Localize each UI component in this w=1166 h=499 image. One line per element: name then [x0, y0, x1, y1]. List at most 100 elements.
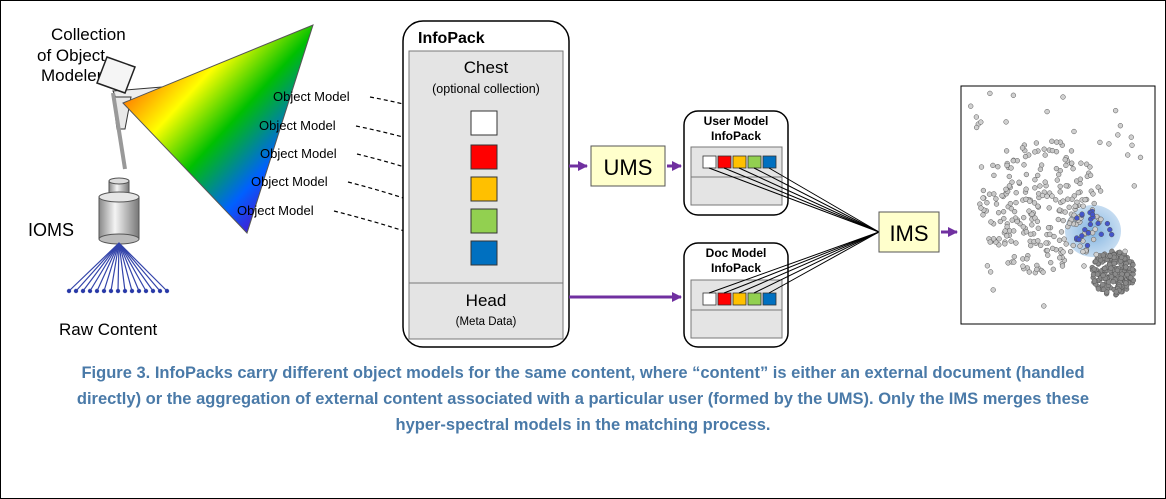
- plot-point: [1037, 166, 1044, 172]
- plot-point: [1060, 217, 1066, 224]
- plot-point: [988, 219, 994, 225]
- plot-point: [1068, 148, 1075, 154]
- plot-point: [1056, 171, 1062, 178]
- plot-point: [1001, 215, 1007, 222]
- plot-point: [1077, 243, 1083, 249]
- plot-point: [1026, 269, 1032, 275]
- plot-point: [1032, 177, 1038, 183]
- plot-point: [1023, 186, 1029, 192]
- plot-point: [1089, 211, 1096, 218]
- model-color-box: [702, 155, 717, 169]
- plot-point: [1020, 263, 1026, 269]
- ims-label: IMS: [889, 221, 928, 246]
- plot-point: [1128, 275, 1134, 281]
- plot-point: [1016, 179, 1022, 185]
- plot-point: [993, 201, 1000, 207]
- plot-point: [1019, 145, 1026, 151]
- converge-line: [708, 167, 880, 233]
- plot-point: [1097, 188, 1104, 194]
- plot-point: [1091, 266, 1097, 272]
- converge-line: [708, 231, 880, 294]
- plot-point: [1003, 186, 1009, 192]
- plot-point: [1131, 183, 1137, 189]
- plot-point: [1035, 238, 1041, 244]
- plot-point: [1004, 224, 1010, 230]
- plot-point: [1108, 274, 1115, 280]
- plot-point: [1067, 248, 1074, 255]
- plot-point: [1087, 172, 1094, 178]
- caption-line-3: hyper-spectral models in the matching pr…: [395, 416, 771, 434]
- model-color-box: [762, 292, 777, 306]
- plot-point: [1049, 245, 1056, 252]
- ums-box: [590, 145, 666, 187]
- plot-point: [1035, 225, 1041, 231]
- plot-point: [987, 239, 993, 245]
- plot-point: [1050, 266, 1056, 272]
- converge-line: [768, 231, 880, 294]
- plot-point: [1091, 200, 1097, 207]
- modelers-label-3: Modelers: [41, 66, 111, 85]
- plot-point: [1085, 230, 1091, 236]
- plot-point: [1013, 190, 1019, 196]
- plot-point: [1023, 229, 1030, 235]
- plot-point: [1056, 237, 1063, 243]
- plot-point: [980, 195, 986, 201]
- plot-point: [987, 90, 993, 97]
- ray-line: [75, 242, 120, 292]
- ray-dot: [108, 288, 114, 294]
- plot-point: [1063, 241, 1069, 247]
- plot-point: [1060, 94, 1066, 100]
- plot-point: [1004, 233, 1010, 239]
- plot-point: [1048, 259, 1054, 266]
- raw-content-rays: [66, 242, 170, 294]
- plot-point: [1076, 236, 1082, 243]
- object-model-label: Object Model: [260, 146, 337, 161]
- plot-point: [1110, 279, 1116, 285]
- plot-point: [990, 236, 997, 242]
- ray-line: [118, 242, 133, 292]
- plot-point: [1028, 242, 1034, 249]
- plot-point: [1107, 227, 1113, 233]
- plot-point: [1115, 132, 1121, 138]
- plot-point: [1003, 148, 1010, 154]
- plot-point: [1046, 205, 1052, 211]
- plot-point: [1087, 221, 1094, 228]
- plot-point: [1033, 140, 1040, 146]
- plot-point: [1117, 123, 1124, 129]
- plot-point: [1004, 162, 1010, 169]
- head-subtitle: (Meta Data): [456, 316, 517, 328]
- plot-point: [1108, 265, 1114, 271]
- plot-point: [993, 196, 999, 202]
- plot-point: [1044, 247, 1050, 254]
- plot-point: [1111, 260, 1117, 267]
- plot-point: [1063, 183, 1069, 189]
- plot-point: [1011, 259, 1017, 265]
- plot-point: [1054, 177, 1060, 183]
- plot-point: [1090, 236, 1097, 243]
- caption-line-1: Figure 3. InfoPacks carry different obje…: [81, 364, 1085, 382]
- ray-dot: [94, 288, 100, 294]
- object-model-label: Object Model: [237, 203, 314, 218]
- converge-line: [723, 167, 880, 233]
- plot-point: [1044, 193, 1050, 199]
- plot-point: [973, 124, 980, 131]
- model-color-box: [732, 155, 747, 169]
- ray-line: [103, 242, 120, 292]
- chest-color-boxes: [470, 110, 498, 266]
- ums-label: UMS: [604, 155, 653, 180]
- chest-title: Chest: [464, 58, 509, 77]
- plot-point: [1129, 142, 1135, 148]
- plot-point: [1021, 162, 1027, 168]
- object-model-dashed-arrow: [333, 210, 468, 255]
- plot-point: [1041, 303, 1047, 309]
- plot-point: [1049, 147, 1056, 154]
- plot-point: [1100, 281, 1106, 288]
- raw-content-label: Raw Content: [59, 320, 158, 339]
- plot-point: [978, 119, 984, 125]
- plot-point: [1090, 191, 1096, 197]
- model-color-box: [717, 155, 732, 169]
- plot-point: [1114, 267, 1121, 273]
- plot-point: [1117, 249, 1123, 255]
- plot-point: [990, 287, 996, 293]
- ray-dot: [157, 288, 163, 294]
